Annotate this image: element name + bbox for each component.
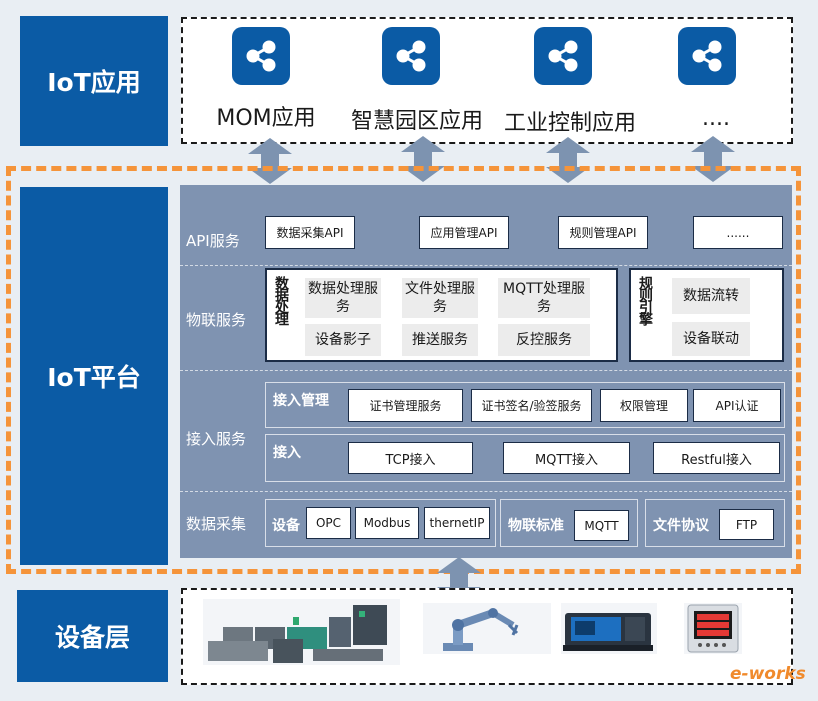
service-box: 设备影子 <box>305 324 381 356</box>
service-box: MQTT处理服务 <box>498 278 590 318</box>
api-box: 应用管理API <box>419 216 509 249</box>
access-box: 证书签名/验签服务 <box>471 389 592 422</box>
access-box: MQTT接入 <box>503 442 630 474</box>
layer-label-app: IoT应用 <box>20 16 168 146</box>
app-label-more: .... <box>702 106 730 131</box>
access-management-row <box>265 382 785 428</box>
collection-device-title: 设备 <box>272 518 300 534</box>
power-meter-image <box>684 603 742 654</box>
access-box: 权限管理 <box>600 389 688 422</box>
plc-icon <box>208 605 387 663</box>
access-box: Restful接入 <box>653 442 780 474</box>
layer-label-app-text: IoT应用 <box>47 68 141 97</box>
section-label-collection: 数据采集 <box>186 515 247 533</box>
layer-label-device-text: 设备层 <box>54 623 130 652</box>
access-connect-row <box>265 434 785 482</box>
app-label-control: 工业控制应用 <box>503 111 636 136</box>
watermark: e-works <box>730 664 806 684</box>
rule-engine-title: 规则引擎 <box>637 276 653 324</box>
power-meter-icon <box>687 604 739 653</box>
cnc-machine-image <box>561 603 657 654</box>
collection-device-group <box>265 499 496 547</box>
layer-label-device: 设备层 <box>17 590 168 682</box>
protocol-box: OPC <box>306 507 351 539</box>
service-box: 文件处理服务 <box>402 278 478 318</box>
access-box: API认证 <box>693 389 781 422</box>
api-box: 规则管理API <box>558 216 648 249</box>
plc-device-image <box>203 599 400 665</box>
protocol-box: Modbus <box>355 507 419 539</box>
section-label-api: API服务 <box>186 232 240 250</box>
service-box: 反控服务 <box>498 324 590 356</box>
cnc-machine-icon <box>563 613 653 651</box>
collection-file-group <box>645 499 785 547</box>
collection-standard-group <box>500 499 638 547</box>
access-box: 证书管理服务 <box>348 389 463 422</box>
service-box: 数据处理服务 <box>305 278 381 318</box>
share-icon <box>692 40 722 72</box>
platform-orange-frame <box>6 166 801 574</box>
access-box: TCP接入 <box>348 442 473 474</box>
share-icon <box>396 40 426 72</box>
access-management-title: 接入管理 <box>273 393 329 409</box>
section-label-access: 接入服务 <box>186 430 247 448</box>
layer-label-platform-text: IoT平台 <box>47 363 141 392</box>
collection-standard-title: 物联标准 <box>508 518 564 534</box>
service-box: 推送服务 <box>402 324 478 356</box>
double-arrow-icon <box>546 137 590 183</box>
app-park-icon <box>382 27 440 85</box>
app-mom-icon <box>232 27 290 85</box>
app-label-park: 智慧园区应用 <box>350 109 483 134</box>
service-box: 设备联动 <box>672 322 750 356</box>
app-control-icon <box>534 27 592 85</box>
share-icon <box>246 40 276 72</box>
robot-arm-icon <box>443 608 519 651</box>
protocol-box: thernetIP <box>424 507 490 539</box>
protocol-box: FTP <box>719 509 774 540</box>
app-more-icon <box>678 27 736 85</box>
app-label-mom: MOM应用 <box>216 106 316 131</box>
separator <box>180 265 792 266</box>
robot-arm-image <box>423 603 551 654</box>
collection-file-title: 文件协议 <box>653 518 709 534</box>
access-connect-title: 接入 <box>273 445 301 461</box>
service-box: 数据流转 <box>672 278 750 314</box>
share-icon <box>548 40 578 72</box>
section-label-iot: 物联服务 <box>186 311 247 329</box>
data-processing-title: 数据处理 <box>273 276 289 324</box>
separator <box>180 370 792 371</box>
layer-label-platform: IoT平台 <box>20 187 168 565</box>
separator <box>180 491 792 492</box>
protocol-box: MQTT <box>574 510 629 541</box>
api-box: ...... <box>693 216 783 249</box>
api-box: 数据采集API <box>265 216 355 249</box>
double-arrow-icon <box>248 138 292 184</box>
